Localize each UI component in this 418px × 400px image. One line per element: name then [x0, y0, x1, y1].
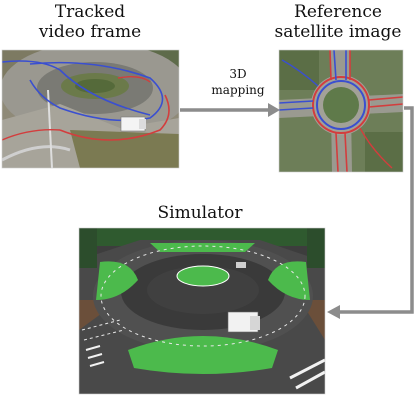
- satellite-image: [279, 50, 403, 172]
- video-frame-label-line1: Tracked: [54, 2, 126, 22]
- mapping-label-line1: 3D: [229, 67, 247, 81]
- video-frame-label-line2: video frame: [38, 22, 142, 42]
- van-icon: [120, 116, 146, 132]
- mapping-arrow: [180, 103, 280, 117]
- simulator-arrow: [327, 106, 414, 319]
- satellite-label-line1: Reference: [294, 2, 382, 22]
- simulator-image: [79, 228, 325, 394]
- simulator-label: Simulator: [157, 203, 243, 223]
- mapping-label-line2: mapping: [211, 83, 265, 97]
- video-frame-image: [2, 50, 179, 168]
- sim-van-icon: [227, 311, 260, 333]
- satellite-label-line2: satellite image: [274, 22, 402, 42]
